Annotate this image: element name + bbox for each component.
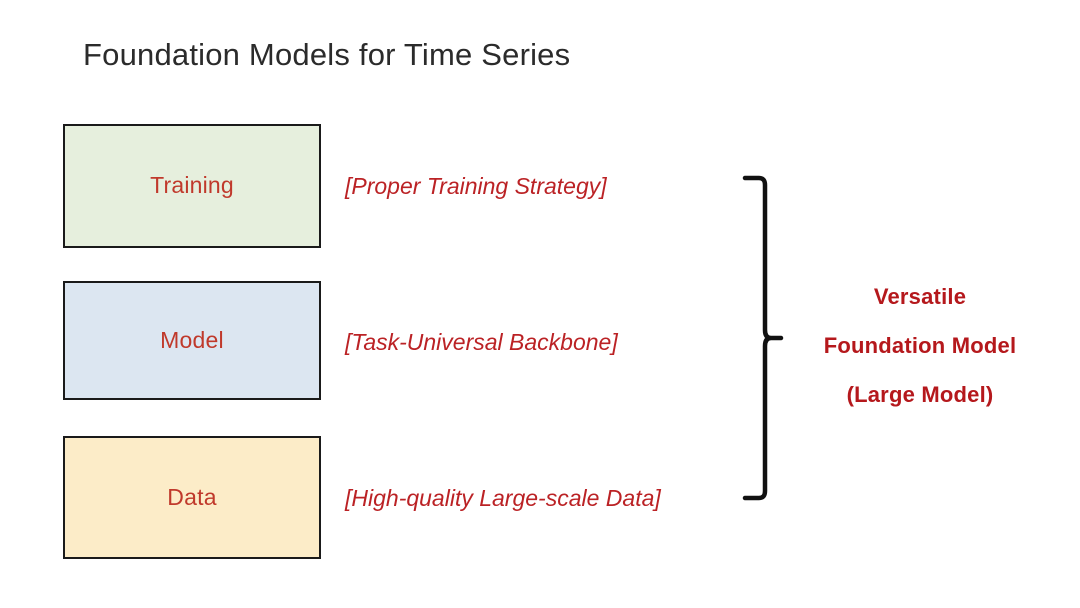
pillar-box-training: Training	[63, 124, 321, 248]
pillar-annotation-data: [High-quality Large-scale Data]	[345, 485, 661, 511]
pillar-label-training: Training	[150, 171, 234, 198]
page-title: Foundation Models for Time Series	[83, 37, 571, 72]
pillar-label-data: Data	[167, 484, 217, 510]
pillar-annotation-model: [Task-Universal Backbone]	[345, 329, 618, 355]
conclusion-line-2: Foundation Model	[823, 333, 1017, 358]
conclusion-line-3: (Large Model)	[846, 382, 994, 407]
conclusion-text: Versatile Foundation Model (Large Model)	[795, 272, 1045, 419]
conclusion-line-1: Versatile	[873, 284, 967, 309]
curly-brace-right-icon	[735, 165, 795, 520]
pillar-box-model: Model	[63, 281, 321, 400]
pillar-box-data: Data	[63, 436, 321, 559]
pillar-annotation-training: [Proper Training Strategy]	[345, 173, 607, 199]
pillar-label-model: Model	[160, 327, 224, 353]
